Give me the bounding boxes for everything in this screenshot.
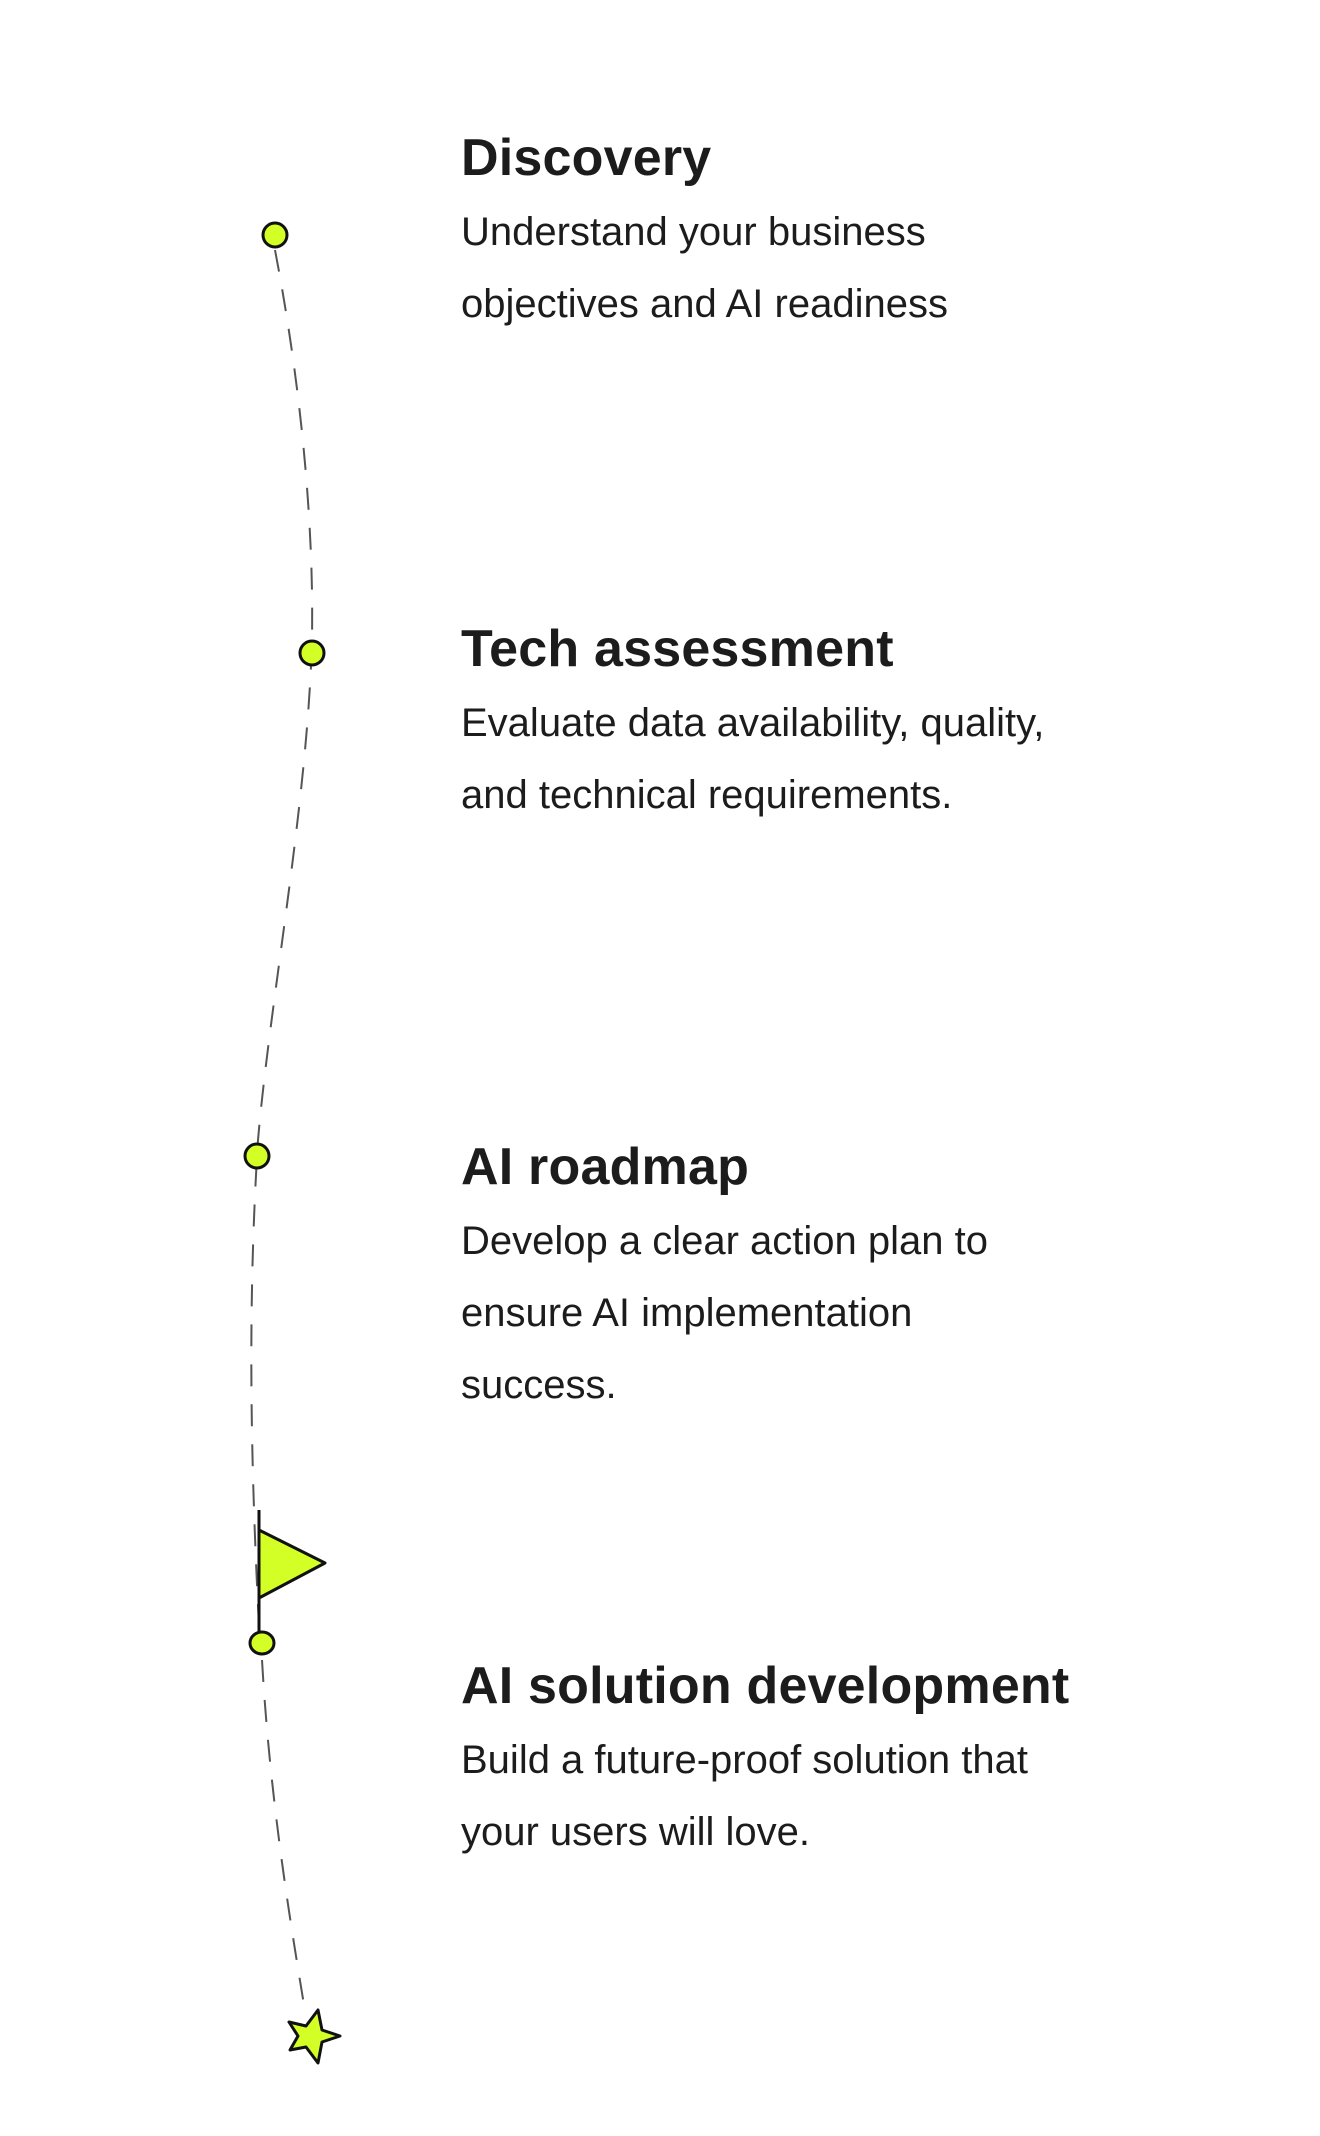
step-dot-2: [298, 639, 326, 667]
step-title: AI solution development: [461, 1657, 1070, 1715]
flag-icon: [257, 1528, 327, 1600]
description-line: Evaluate data availability, quality,: [461, 701, 1045, 745]
step-dot-3: [243, 1142, 271, 1170]
step-discovery: Discovery Understand your business objec…: [461, 126, 1261, 340]
description-line: your users will love.: [461, 1810, 811, 1854]
star-icon: [287, 2008, 342, 2065]
description-line: Build a future-proof solution that: [461, 1738, 1029, 1782]
step-description: Understand your business objectives and …: [461, 196, 1261, 340]
step-title: Discovery: [461, 129, 712, 187]
description-line: and technical requirements.: [461, 773, 953, 817]
step-ai-roadmap: AI roadmap Develop a clear action plan t…: [461, 1135, 1261, 1421]
step-description: Develop a clear action plan to ensure AI…: [461, 1205, 1261, 1421]
step-title: Tech assessment: [461, 620, 894, 678]
step-dot-1: [261, 221, 289, 249]
step-description: Build a future-proof solution that your …: [461, 1724, 1261, 1868]
description-line: ensure AI implementation: [461, 1291, 913, 1335]
step-dot-4: [248, 1630, 276, 1656]
description-line: success.: [461, 1363, 617, 1407]
description-line: objectives and AI readiness: [461, 282, 948, 326]
description-line: Develop a clear action plan to: [461, 1219, 988, 1263]
step-description: Evaluate data availability, quality, and…: [461, 687, 1261, 831]
description-line: Understand your business: [461, 210, 926, 254]
dashed-connector: [250, 249, 314, 2006]
step-ai-solution-development: AI solution development Build a future-p…: [461, 1654, 1261, 1868]
step-tech-assessment: Tech assessment Evaluate data availabili…: [461, 617, 1261, 831]
step-title: AI roadmap: [461, 1138, 750, 1196]
